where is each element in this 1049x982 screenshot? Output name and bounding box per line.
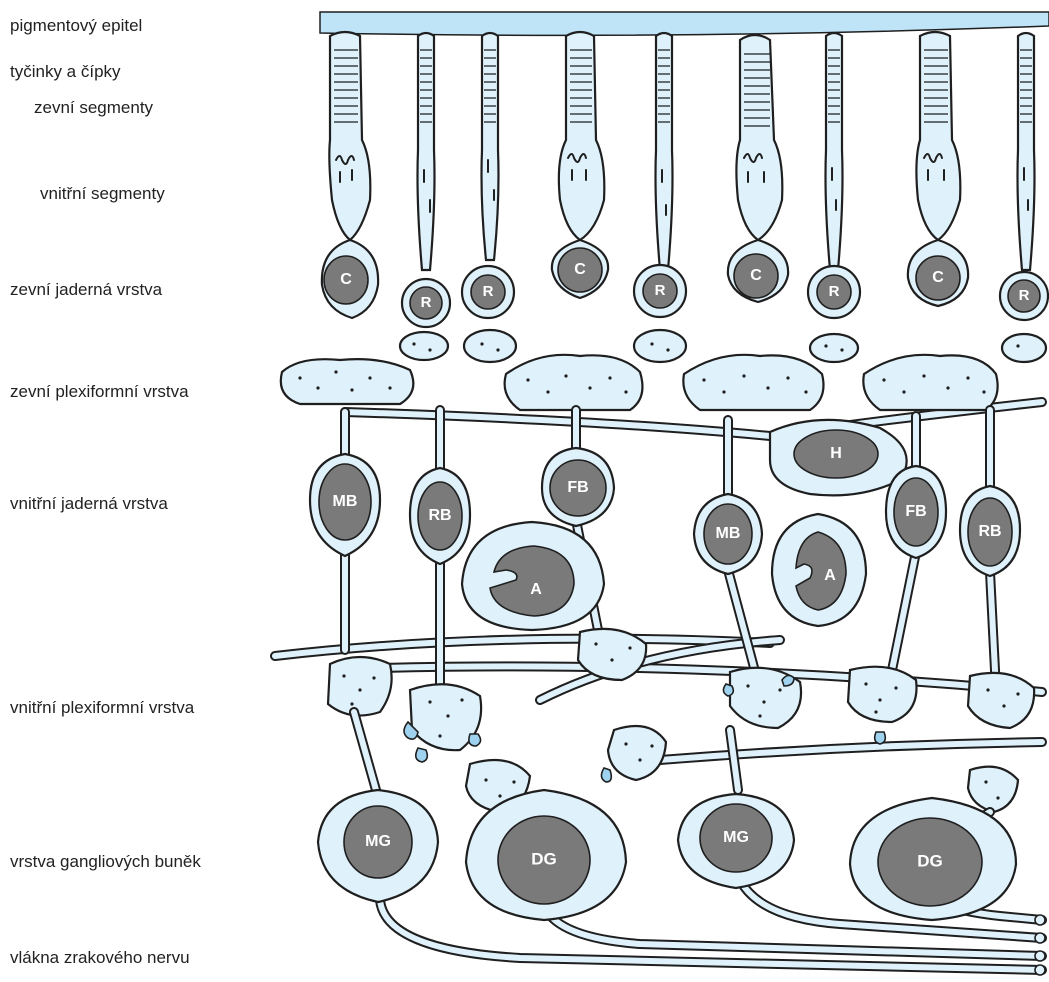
nucleus-label-rod-1: R: [421, 294, 432, 311]
rod-nucleus-4: R: [817, 275, 851, 309]
nucleus-label-fb-1: FB: [567, 479, 588, 496]
nucleus-label-dg-2: DG: [917, 851, 943, 870]
rod-nucleus-5: R: [1008, 280, 1040, 312]
rod-segment-4: [826, 33, 843, 270]
nucleus-label-horizontal: H: [830, 445, 842, 462]
cone-nucleus-4: C: [916, 256, 960, 300]
nucleus-label-mg-2: MG: [723, 829, 749, 846]
horizontal-nucleus: H: [794, 430, 878, 478]
rod-segment-3: [656, 33, 673, 270]
rod-segment-5: [1018, 33, 1035, 270]
horizontal-processes: [275, 402, 1042, 760]
cone-nucleus-3: C: [734, 254, 778, 298]
fb-nucleus-2: FB: [894, 478, 938, 546]
nucleus-label-mg-1: MG: [365, 833, 391, 850]
nucleus-label-rb-1: RB: [428, 507, 451, 524]
mb-nucleus-1: MB: [319, 464, 371, 540]
fb-nucleus-1: FB: [550, 460, 606, 516]
rod-nucleus-3: R: [643, 274, 677, 308]
dg-nucleus-1: DG: [498, 816, 590, 904]
cone-segment-1: [329, 32, 370, 240]
nucleus-label-fb-2: FB: [905, 503, 926, 520]
rod-segment-2: [482, 33, 499, 260]
rod-nucleus-1: R: [410, 287, 442, 319]
fiber-ends: [1035, 915, 1045, 975]
nucleus-label-cone-2: C: [574, 261, 586, 278]
nucleus-label-amacrine-1: A: [530, 581, 542, 598]
photoreceptors: [329, 32, 1034, 270]
mg-nucleus-1: MG: [344, 806, 412, 878]
rb-nucleus-2: RB: [968, 498, 1012, 566]
nucleus-label-rb-2: RB: [978, 523, 1001, 540]
cone-nucleus-2: C: [558, 248, 602, 292]
cone-segment-2: [559, 32, 604, 240]
nucleus-label-cone-4: C: [932, 269, 944, 286]
mb-nucleus-2: MB: [704, 504, 752, 564]
cone-segment-3: [736, 35, 782, 240]
nucleus-label-rod-5: R: [1019, 287, 1030, 304]
mg-nucleus-2: MG: [700, 804, 772, 872]
nucleus-label-rod-2: R: [483, 283, 494, 300]
dg-nucleus-2: DG: [878, 818, 982, 906]
cone-nucleus-1: C: [324, 256, 368, 304]
opl-terminals: [281, 330, 1046, 410]
nucleus-label-rod-4: R: [829, 283, 840, 300]
cone-segment-4: [916, 32, 960, 240]
nucleus-label-cone-1: C: [340, 271, 352, 288]
rb-nucleus-1: RB: [418, 482, 462, 550]
rod-nucleus-2: R: [471, 275, 505, 309]
nucleus-label-dg-1: DG: [531, 849, 557, 868]
nucleus-label-mb-2: MB: [716, 525, 741, 542]
nucleus-label-mb-1: MB: [333, 493, 358, 510]
rod-segment-1: [418, 33, 435, 270]
nucleus-label-rod-3: R: [655, 282, 666, 299]
nucleus-label-cone-3: C: [750, 267, 762, 284]
nucleus-label-amacrine-2: A: [824, 567, 836, 584]
